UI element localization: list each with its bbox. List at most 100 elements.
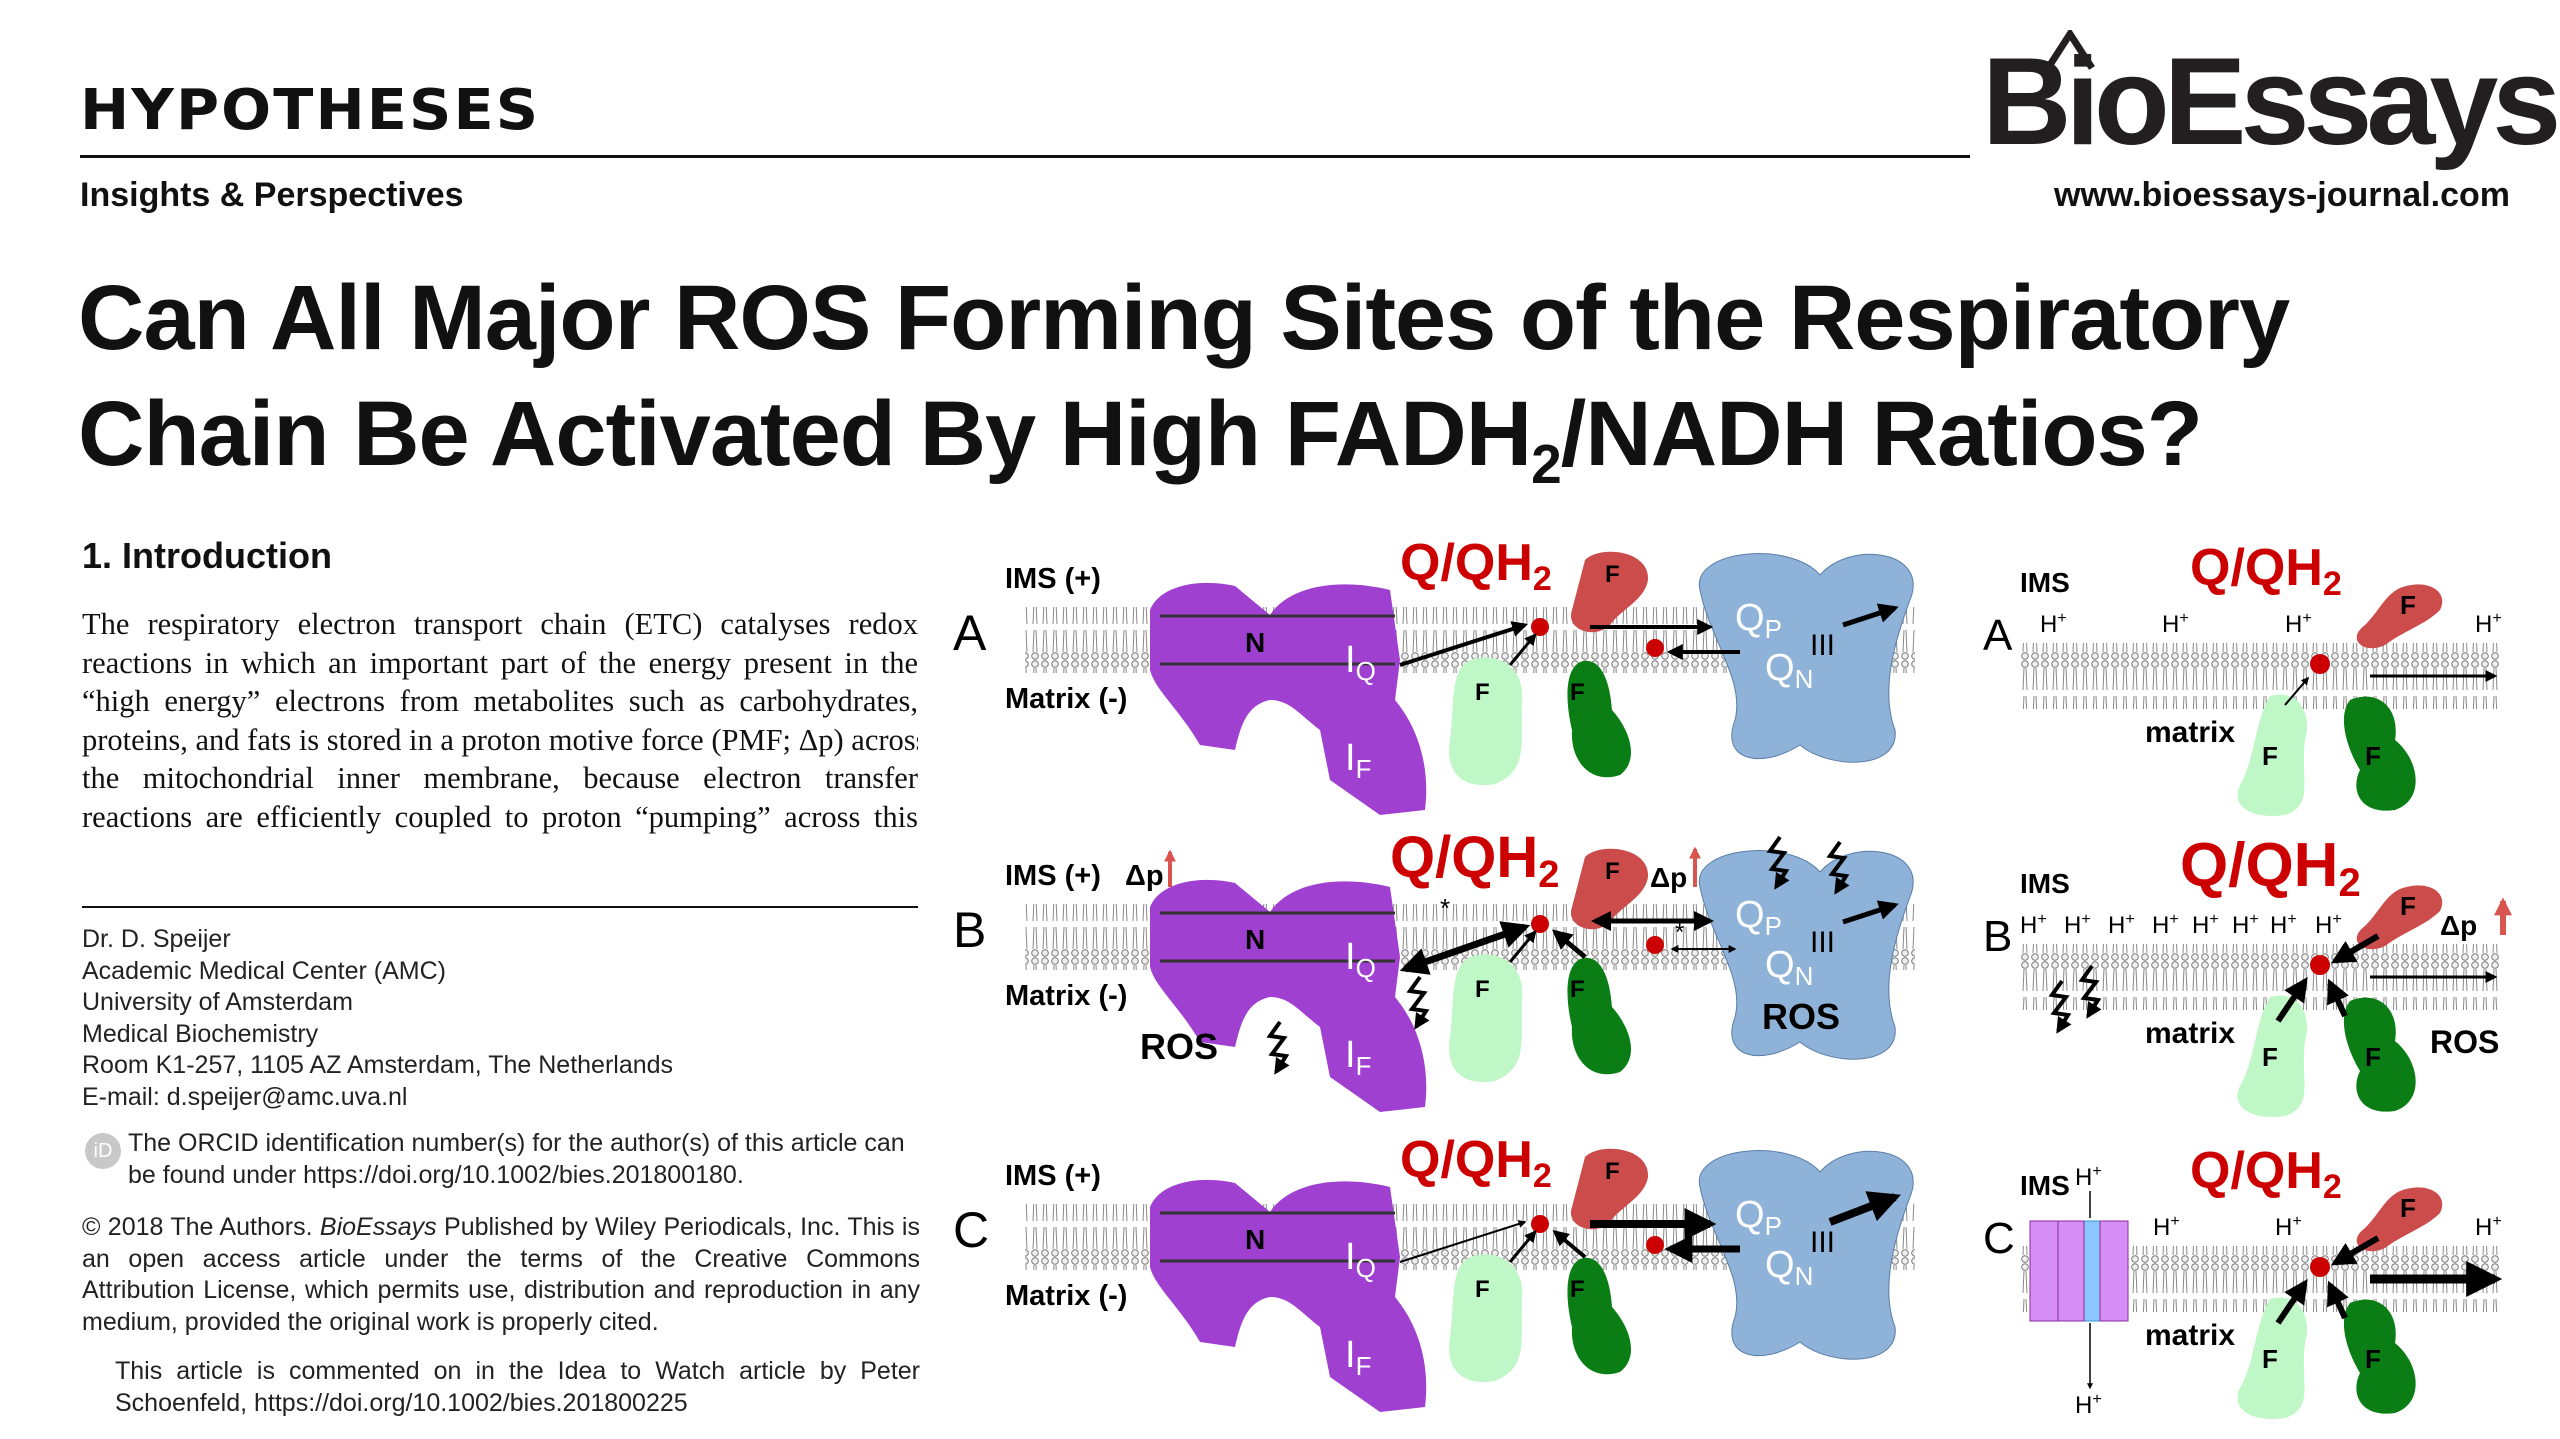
- complex-iii-label: III: [1810, 926, 1835, 959]
- f-label: F: [2262, 1042, 2278, 1072]
- panel-label: A: [1983, 611, 2013, 660]
- panel-label: C: [1983, 1214, 2015, 1263]
- f-label: F: [1570, 679, 1585, 706]
- proton-labels: H+ H+ H+: [2153, 1213, 2502, 1241]
- arrow: [1842, 603, 1899, 628]
- quinone-dot: [1531, 915, 1549, 933]
- proton-label: H+: [2162, 610, 2189, 638]
- proton-label: H+: [2192, 911, 2219, 939]
- complex-iii-shape: [1698, 1150, 1914, 1360]
- flavoprotein-light-green: [1449, 1254, 1523, 1383]
- comment-note: This article is commented on in the Idea…: [82, 1356, 920, 1419]
- paragraph-line: The respiratory electron transport chain…: [82, 607, 918, 641]
- panel-label: B: [953, 902, 986, 958]
- complex-iii-shape: [1698, 553, 1914, 763]
- arrow: [2327, 1280, 2349, 1320]
- orcid-note: The ORCID identification number(s) for t…: [128, 1129, 905, 1189]
- panel-label: A: [953, 605, 987, 661]
- proton-label: H+: [2040, 610, 2067, 638]
- matrix-label: Matrix (-): [1005, 980, 1127, 1012]
- arrow: [1552, 1229, 1587, 1259]
- arrow: [2330, 1235, 2380, 1266]
- f-label: F: [2262, 741, 2278, 771]
- ims-label: IMS (+): [1005, 860, 1101, 892]
- figure-1: A IMS (+) Matrix (-) N IQ IF Q/QH2 F F F…: [953, 534, 2512, 1419]
- footnote-rule: [82, 906, 918, 908]
- qn-label: QN: [1765, 647, 1813, 694]
- panel-right-b: B IMS H+ H+ H+ H+ H+ H+ H+ H+ Q/QH2 F Δp…: [1983, 831, 2512, 1117]
- journal-url-link[interactable]: www.bioessays-journal.com: [2054, 176, 2510, 214]
- proton-label: H+: [2064, 911, 2091, 939]
- author-info: Dr. D. Speijer Academic Medical Center (…: [82, 924, 673, 1113]
- panel-right-a: A IMS H+ H+ H+ H+ Q/QH2 F matrix F F: [1983, 539, 2502, 816]
- asterisk: *: [1675, 919, 1684, 946]
- arrow: [1551, 929, 1587, 959]
- flavoprotein-light-green: [1449, 954, 1523, 1083]
- ims-label: IMS: [2020, 567, 2070, 598]
- matrix-label: matrix: [2145, 1017, 2235, 1050]
- complex-i-shape: [1150, 582, 1427, 815]
- complex-i-if-label: IF: [1345, 737, 1371, 784]
- f-label: F: [2400, 891, 2416, 921]
- arrow: [2275, 1279, 2308, 1325]
- copyright-note: © 2018 The Authors. BioEssays Published …: [82, 1212, 920, 1338]
- header-rule: [80, 155, 1970, 158]
- ims-label: IMS: [2020, 1170, 2070, 1201]
- author-affiliation: University of Amsterdam: [82, 988, 353, 1016]
- quinone-dot: [2310, 955, 2330, 975]
- quinone-dot: [1646, 936, 1664, 954]
- ims-label: IMS: [2020, 868, 2070, 899]
- qn-label: QN: [1765, 1244, 1813, 1291]
- arrow: [1399, 621, 1529, 667]
- proton-label: H+: [2075, 1163, 2102, 1191]
- author-email[interactable]: E-mail: d.speijer@amc.uva.nl: [82, 1082, 408, 1111]
- copyright-journal: BioEssays: [319, 1213, 437, 1241]
- arrow: [1842, 900, 1899, 925]
- f-label: F: [2365, 1042, 2381, 1072]
- q-qh2-label: Q/QH2: [2190, 539, 2342, 603]
- qp-label: QP: [1735, 1194, 1782, 1241]
- qn-label: QN: [1765, 944, 1813, 991]
- ros-label: ROS: [1140, 1026, 1218, 1067]
- flavoprotein-light-green: [1449, 657, 1523, 786]
- complex-iii-label: III: [1810, 1226, 1835, 1259]
- proton-label: H+: [2153, 1213, 2180, 1241]
- ros-lightning-icon: [1410, 977, 1426, 1027]
- proton-label: H+: [2475, 610, 2502, 638]
- matrix-label: matrix: [2145, 716, 2235, 749]
- proton-label: H+: [2020, 911, 2047, 939]
- ros-lightning-icon: [1270, 1022, 1286, 1072]
- complex-i-n-label: N: [1245, 1224, 1265, 1255]
- f-label: F: [1605, 858, 1620, 885]
- complex-i-shape: [1150, 879, 1427, 1112]
- orcid-icon: iD: [85, 1133, 121, 1169]
- delta-p-label: Δp: [1125, 860, 1164, 892]
- proton-labels: H+ H+ H+ H+: [2040, 610, 2502, 638]
- f-label: F: [1475, 679, 1490, 706]
- arrow: [1828, 1191, 1901, 1226]
- quinone-dot: [1531, 1215, 1549, 1233]
- intro-paragraph: The respiratory electron transport chain…: [82, 605, 918, 837]
- quinone-dot: [1646, 639, 1664, 657]
- panel-left-b: B IMS (+) Δp Matrix (-) N IQ IF Q/QH2 RO…: [953, 825, 1915, 1112]
- qp-label: QP: [1735, 597, 1782, 644]
- f-label: F: [1605, 561, 1620, 588]
- proton-label: H+: [2108, 911, 2135, 939]
- qp-label: QP: [1735, 894, 1782, 941]
- arrow: [2275, 977, 2308, 1023]
- asterisk: *: [1440, 893, 1450, 923]
- proton-label: H+: [2075, 1391, 2102, 1419]
- f-label: F: [2400, 590, 2416, 620]
- matrix-label: Matrix (-): [1005, 683, 1127, 715]
- arrow: [1399, 1220, 1527, 1263]
- complex-i-n-label: N: [1245, 627, 1265, 658]
- f-label: F: [1570, 976, 1585, 1003]
- f-label: F: [1605, 1158, 1620, 1185]
- panel-label: B: [1983, 912, 2012, 961]
- complex-i-iq-label: IQ: [1345, 936, 1376, 983]
- panel-label: C: [953, 1202, 989, 1258]
- f-label: F: [2262, 1344, 2278, 1374]
- panel-right-c: C IMS H+ H+ H+ H+ H+ Q/QH2 F matrix F F: [1983, 1142, 2503, 1419]
- arrow: [2327, 978, 2349, 1018]
- complex-i-iq-label: IQ: [1345, 1236, 1376, 1283]
